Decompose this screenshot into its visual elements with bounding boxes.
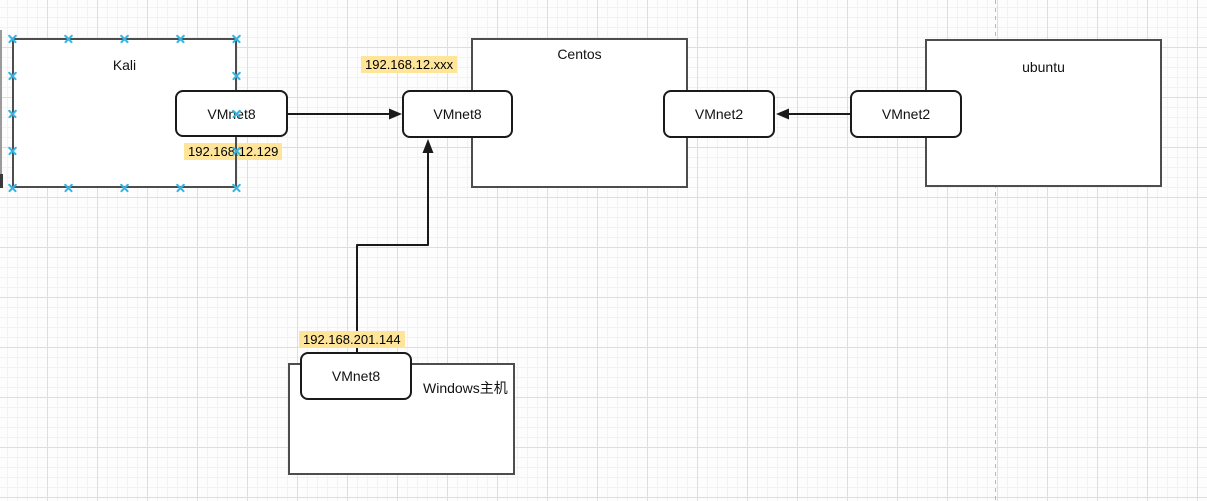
connection-point-cross[interactable] xyxy=(120,183,129,192)
connection-point-cross[interactable] xyxy=(8,34,17,43)
adapter-label: VMnet8 xyxy=(433,106,482,122)
connection-point-cross[interactable] xyxy=(232,109,241,118)
connection-point-cross[interactable] xyxy=(232,146,241,155)
connection-point-cross[interactable] xyxy=(8,109,17,118)
vm-label-ubuntu: ubuntu xyxy=(1022,59,1065,75)
adapter-centos-vmnet2[interactable]: VMnet2 xyxy=(663,90,775,138)
vm-label-centos: Centos xyxy=(557,46,602,62)
adapter-label: VMnet2 xyxy=(881,106,931,122)
connection-point-cross[interactable] xyxy=(64,34,73,43)
vm-label-kali: Kali xyxy=(112,57,137,73)
adapter-label: VMnet2 xyxy=(694,106,744,122)
canvas-edge-line xyxy=(0,30,2,188)
adapter-ubuntu-vmnet2[interactable]: VMnet2 xyxy=(850,90,962,138)
connection-point-cross[interactable] xyxy=(8,71,17,80)
page-boundary-guide xyxy=(995,0,996,501)
vm-box-ubuntu[interactable]: ubuntu xyxy=(925,39,1162,187)
connection-point-cross[interactable] xyxy=(176,183,185,192)
arrow-windows-to-centos[interactable] xyxy=(356,139,434,352)
connection-point-cross[interactable] xyxy=(232,34,241,43)
ip-label-centos-net[interactable]: 192.168.12.xxx xyxy=(361,56,458,73)
offscreen-shape-sliver xyxy=(0,174,3,188)
adapter-centos-vmnet8[interactable]: VMnet8 xyxy=(402,90,513,138)
arrow-ubuntu-to-centos[interactable] xyxy=(776,108,850,120)
adapter-label: VMnet8 xyxy=(331,368,381,384)
connection-point-cross[interactable] xyxy=(176,34,185,43)
vm-label-windows: Windows主机 xyxy=(423,380,508,396)
connection-point-cross[interactable] xyxy=(8,183,17,192)
arrow-kali-to-centos[interactable] xyxy=(288,108,402,120)
adapter-windows-vmnet8[interactable]: VMnet8 xyxy=(300,352,412,400)
connection-point-cross[interactable] xyxy=(120,34,129,43)
connection-point-cross[interactable] xyxy=(232,71,241,80)
connection-point-cross[interactable] xyxy=(64,183,73,192)
connection-point-cross[interactable] xyxy=(8,146,17,155)
ip-label-windows[interactable]: 192.168.201.144 xyxy=(299,331,405,348)
connection-point-cross[interactable] xyxy=(232,183,241,192)
